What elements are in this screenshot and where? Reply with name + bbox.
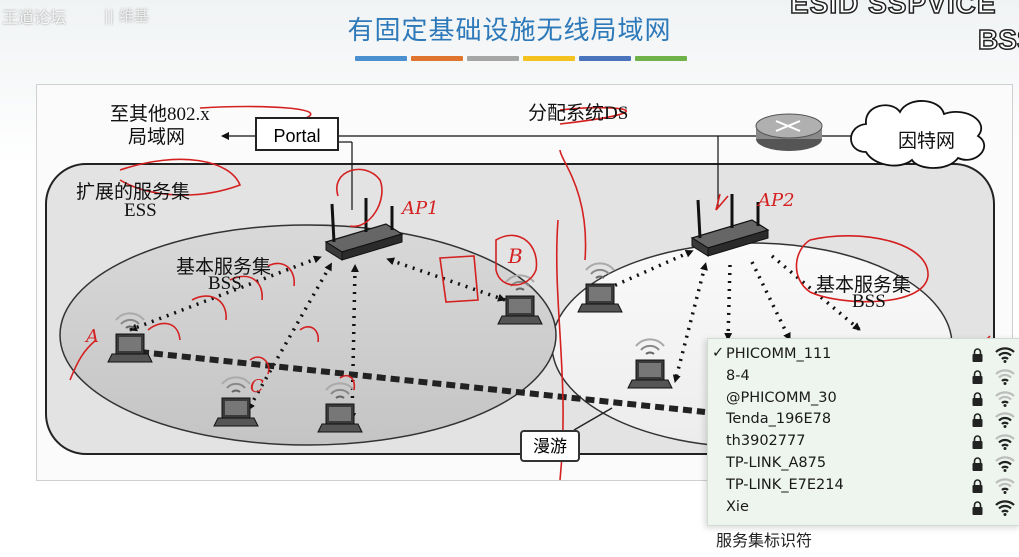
other-lan-label-line1: 至其他802.x (110, 104, 210, 125)
checkmark-icon: ✓ (712, 345, 725, 361)
color-bar-segment (411, 56, 463, 61)
annotation-c: C (250, 376, 264, 397)
wifi-network-name: TP-LINK_E7E214 (726, 476, 844, 493)
lock-icon (972, 500, 983, 515)
ess-label-line2: ESS (124, 200, 157, 221)
wifi-network-item[interactable]: ✓PHICOMM_111 (708, 345, 1019, 367)
wifi-network-item[interactable]: TP-LINK_E7E214 (708, 476, 1019, 498)
bss-left-label-line1: 基本服务集 (176, 257, 272, 278)
lock-icon (972, 348, 983, 362)
color-bar-segment (467, 56, 519, 61)
watermark-logo: 王道论坛 (2, 8, 67, 27)
wifi-signal-icon (995, 478, 1015, 494)
corner-label-bss: BSS (977, 23, 1019, 56)
wifi-network-name: PHICOMM_111 (726, 346, 832, 362)
wifi-network-name: @PHICOMM_30 (726, 389, 837, 406)
wifi-signal-icon (995, 434, 1015, 451)
internet-cloud-icon (850, 100, 985, 169)
wifi-signal-icon (995, 347, 1015, 363)
other-lan-label-line2: 局域网 (128, 127, 186, 148)
wifi-network-item[interactable]: @PHICOMM_30 (708, 389, 1019, 411)
portal-box: Portal (255, 117, 339, 151)
wifi-signal-icon (995, 369, 1015, 385)
roaming-callout-line (573, 407, 613, 431)
wifi-network-name: Tenda_196E78 (726, 411, 832, 428)
ssid-caption: 服务集标识符 (716, 531, 813, 550)
lock-icon (972, 479, 983, 493)
wifi-network-name: 8-4 (726, 367, 750, 384)
watermark-extra: || 维基 (104, 7, 149, 25)
color-bar-segment (523, 56, 575, 61)
lock-icon (972, 435, 983, 450)
wifi-network-name: Xie (726, 498, 749, 515)
roaming-label: 漫游 (520, 430, 580, 462)
annotation-ap1: AP1 (402, 198, 439, 219)
wifi-network-name: TP-LINK_A875 (726, 455, 827, 471)
ess-label-line1: 扩展的服务集 (76, 182, 191, 203)
router-icon (755, 113, 823, 151)
roaming-path (139, 349, 706, 415)
bss-left-label-line2: BSS (208, 273, 242, 294)
bss-right-label-line1: 基本服务集 (816, 275, 912, 296)
lock-icon (972, 370, 983, 384)
wifi-signal-icon (995, 412, 1015, 429)
color-bar-segment (355, 56, 407, 61)
corner-label-top: ESID SSPVICE (789, 0, 997, 20)
wifi-signal-icon (995, 390, 1015, 407)
wifi-network-item[interactable]: th3902777 (708, 432, 1019, 454)
wifi-network-item[interactable]: Tenda_196E78 (708, 410, 1019, 432)
slide-title: 有固定基础设施无线局域网 (347, 16, 672, 46)
wifi-signal-icon (995, 499, 1015, 516)
annotation-a: A (86, 326, 99, 347)
color-bar-segment (635, 56, 687, 61)
lock-icon (972, 413, 983, 428)
bss-right-label-line2: BSS (852, 291, 886, 312)
lock-icon (972, 457, 983, 471)
wifi-signal-icon (995, 456, 1015, 472)
lock-icon (972, 391, 983, 406)
wifi-network-item[interactable]: TP-LINK_A875 (708, 454, 1019, 476)
annotation-b: B (508, 244, 523, 268)
color-bar-segment (579, 56, 631, 61)
ds-label: 分配系统DS (528, 103, 629, 124)
wireless-links (129, 249, 862, 421)
wifi-network-name: th3902777 (726, 433, 806, 450)
annotation-ap2: AP2 (758, 190, 795, 211)
internet-label: 因特网 (898, 131, 956, 152)
wifi-network-item[interactable]: 8-4 (708, 367, 1019, 389)
wifi-network-item[interactable]: Xie (708, 498, 1019, 520)
